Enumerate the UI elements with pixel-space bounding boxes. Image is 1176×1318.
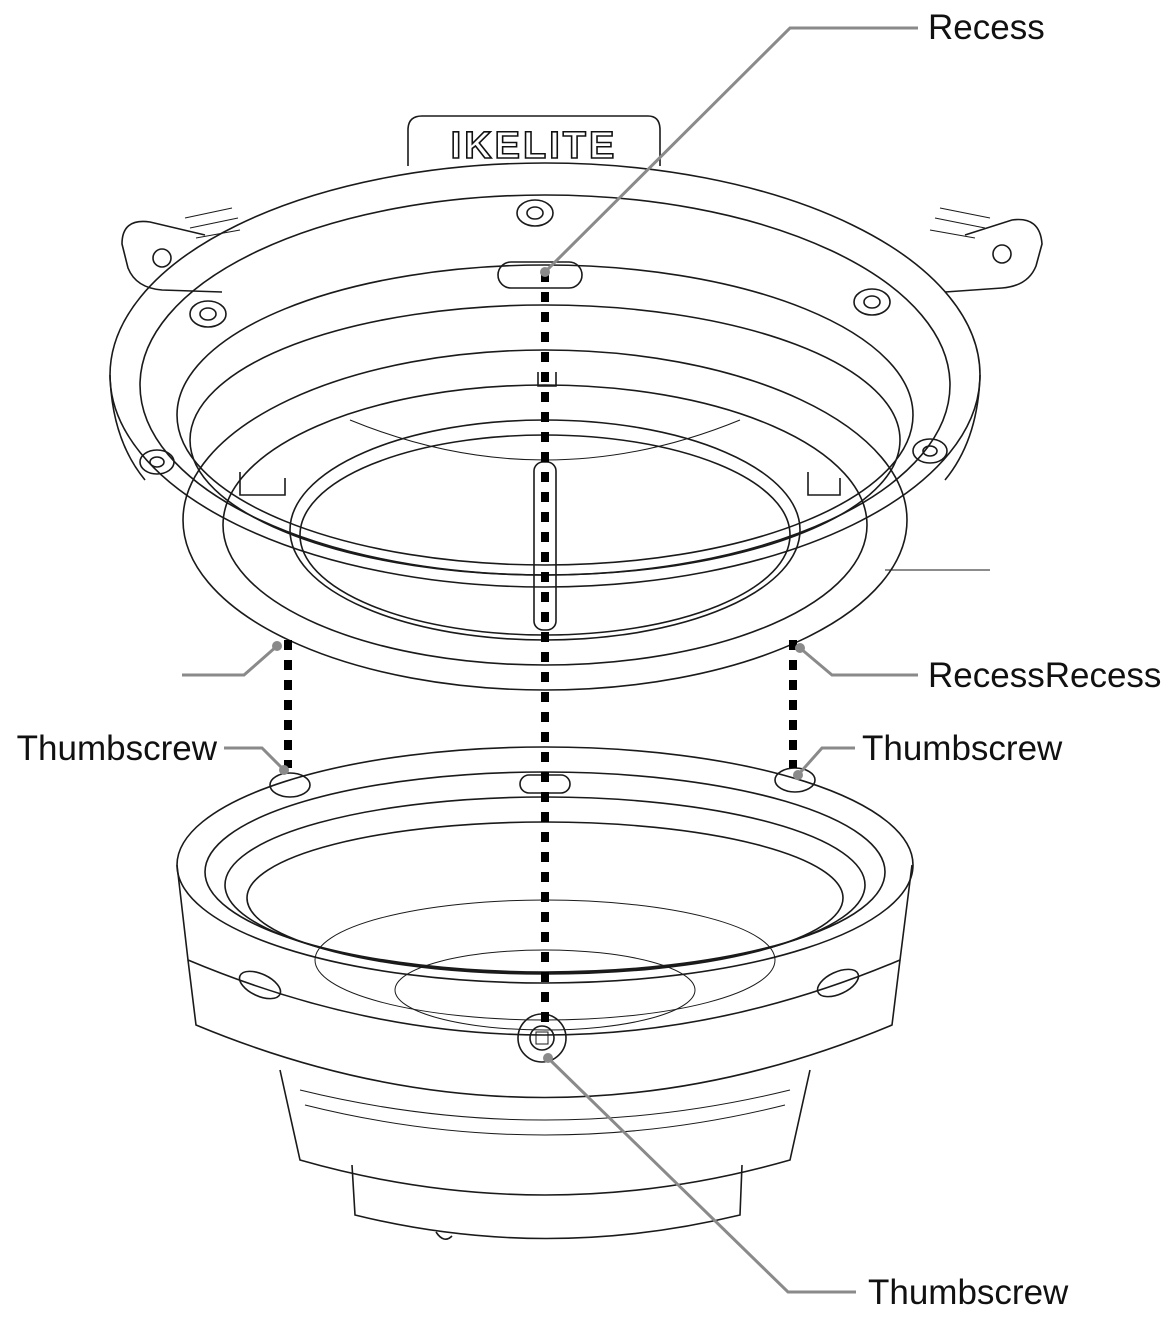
leader-lines (182, 26, 918, 1294)
right-side-slot (816, 968, 860, 998)
base-top-rim (176, 746, 914, 984)
top-recess-slot (497, 261, 583, 289)
alignment-guides (284, 272, 797, 1028)
label-recess-top: Recess (928, 8, 1045, 47)
leader-thumbscrew-right (796, 746, 855, 776)
key-slot (533, 461, 557, 631)
screw-icon (516, 199, 554, 227)
leader-recess-top (543, 26, 918, 274)
flange-screws (139, 199, 948, 475)
front-thumbscrew-icon (517, 1013, 567, 1063)
label-thumbscrew-bottom: Thumbscrew (868, 1273, 1069, 1312)
upper-port-ring: IKELITE (109, 115, 1043, 691)
leader-recess-left (182, 644, 278, 677)
leader-thumbscrew-bottom (546, 1056, 856, 1294)
leader-thumbscrew-left (224, 746, 286, 772)
callout-labels: Recess RecessRecess Thumbscrew Thumbscre… (17, 8, 1162, 1312)
left-thumbscrew-nub (269, 772, 311, 798)
label-recess-right: RecessRecess (928, 656, 1161, 695)
screw-icon (139, 449, 175, 475)
left-mounting-ear (121, 220, 223, 293)
screw-icon (189, 300, 227, 328)
label-thumbscrew-right: Thumbscrew (862, 729, 1063, 768)
screw-icon (853, 288, 891, 316)
right-mounting-ear (944, 218, 1043, 293)
bayonet-ring (182, 349, 908, 691)
leader-recess-right (799, 646, 918, 677)
brand-badge: IKELITE (407, 115, 661, 168)
left-side-slot (238, 970, 282, 1000)
brand-logo-text: IKELITE (451, 125, 618, 167)
label-thumbscrew-left: Thumbscrew (17, 729, 218, 768)
screw-icon (912, 438, 948, 464)
